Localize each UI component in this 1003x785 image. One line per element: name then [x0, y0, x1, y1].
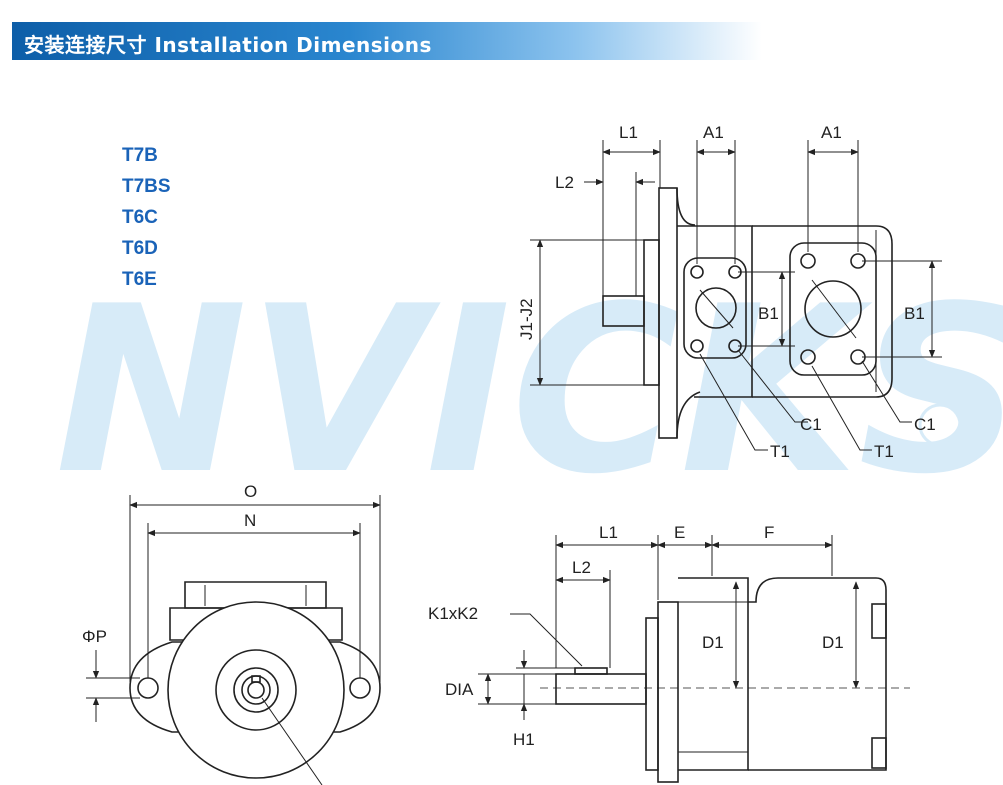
- label-t1-port1: T1: [770, 442, 790, 461]
- model-list: T7B T7BS T6C T6D T6E: [122, 140, 171, 295]
- top-view: [530, 140, 942, 451]
- watermark-logo: NVICKS: [55, 258, 1003, 525]
- label-b1-port1: B1: [758, 304, 779, 323]
- label-d1-body1: D1: [702, 633, 724, 652]
- label-a1-port2: A1: [821, 123, 842, 142]
- front-view: [86, 495, 381, 785]
- label-n: N: [244, 511, 256, 530]
- label-o: O: [244, 482, 257, 501]
- page-title: 安装连接尺寸 Installation Dimensions: [24, 33, 432, 57]
- label-dia: DIA: [445, 680, 474, 699]
- model-t7b: T7B: [122, 145, 158, 166]
- header-banner: 安装连接尺寸 Installation Dimensions: [12, 22, 762, 60]
- label-d1-body2: D1: [822, 633, 844, 652]
- label-c1-port2: C1: [914, 415, 936, 434]
- registered-mark-icon: [918, 403, 962, 447]
- label-phi-p: ΦP: [82, 627, 107, 646]
- label-j1-j2: J1-J2: [517, 298, 536, 340]
- label-f: F: [764, 523, 774, 542]
- side-view: [478, 535, 910, 783]
- model-t6c: T6C: [122, 207, 158, 228]
- label-h1: H1: [513, 730, 535, 749]
- model-t6d: T6D: [122, 238, 158, 259]
- label-b1-port2: B1: [904, 304, 925, 323]
- label-e: E: [674, 523, 685, 542]
- label-a1-port1: A1: [703, 123, 724, 142]
- label-l1-side: L1: [599, 523, 618, 542]
- label-l2-top: L2: [555, 173, 574, 192]
- label-c1-port1: C1: [800, 415, 822, 434]
- label-k1xk2: K1xK2: [428, 604, 478, 623]
- label-l1-top: L1: [619, 123, 638, 142]
- model-t7bs: T7BS: [122, 176, 171, 197]
- label-l2-side: L2: [572, 558, 591, 577]
- label-t1-port2: T1: [874, 442, 894, 461]
- model-t6e: T6E: [122, 269, 157, 290]
